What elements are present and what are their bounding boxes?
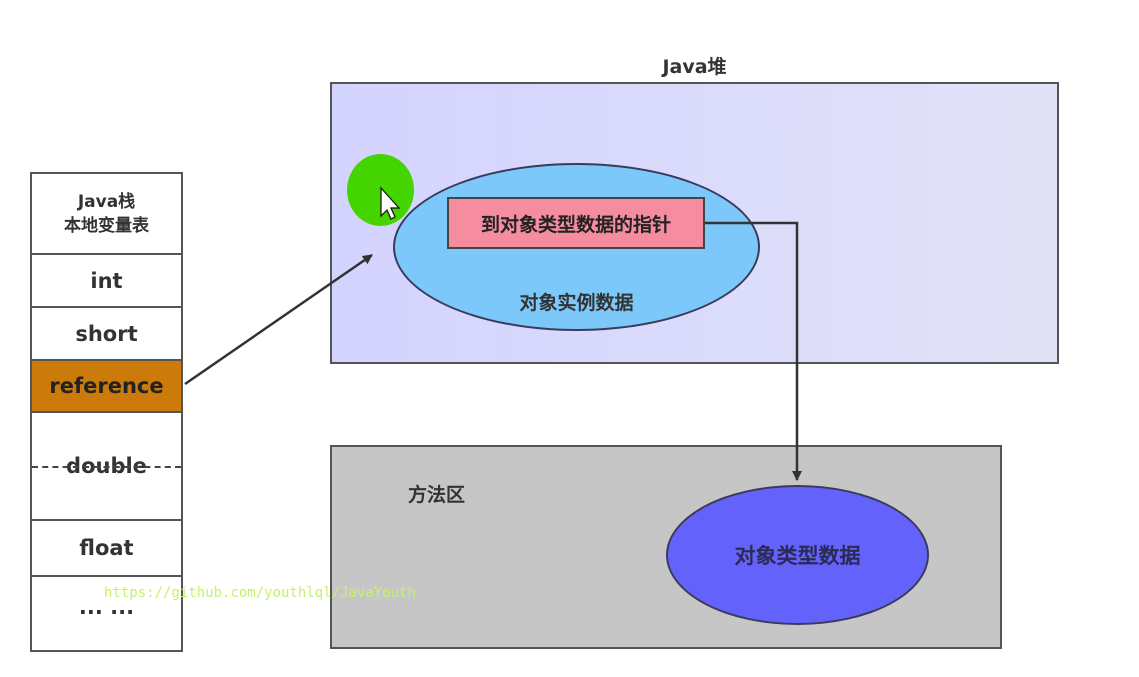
mouse-pointer-icon <box>380 186 401 220</box>
stack-row-reference: reference <box>32 361 181 413</box>
method-area-title: 方法区 <box>408 484 466 506</box>
watermark-url: https://github.com/youthlql/JavaYouth <box>104 585 416 601</box>
stack-row-double: double <box>32 413 181 521</box>
type-pointer-arrow <box>705 221 802 481</box>
type-pointer-box: 到对象类型数据的指针 <box>447 197 705 249</box>
stack-row-short: short <box>32 308 181 361</box>
stack-row-more: ... ... <box>78 595 135 619</box>
double-slot-divider <box>32 466 181 468</box>
object-type-data-ellipse: 对象类型数据 <box>666 485 929 625</box>
local-variable-table: Java栈 本地变量表 int short reference double f… <box>30 172 183 652</box>
object-type-data-label: 对象类型数据 <box>734 544 861 568</box>
stack-header: Java栈 本地变量表 <box>32 174 181 255</box>
object-instance-label: 对象实例数据 <box>519 292 634 314</box>
heap-title: Java堆 <box>662 56 727 78</box>
stack-row-int: int <box>32 255 181 308</box>
reference-arrow <box>184 253 373 386</box>
stack-row-float: float <box>32 521 181 577</box>
stack-header-title: Java栈 <box>77 191 136 212</box>
stack-header-subtitle: 本地变量表 <box>64 215 149 236</box>
